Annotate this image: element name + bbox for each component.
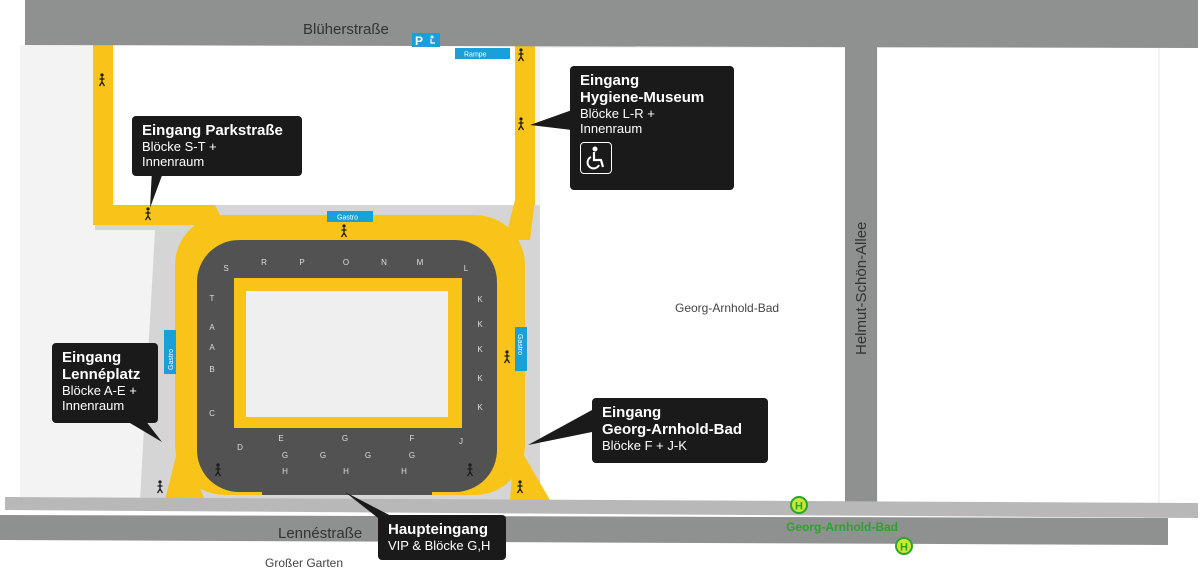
walking-person-icon (156, 480, 164, 494)
callout-eingang-georg-arnhold-bad: Eingang Georg-Arnhold-Bad Blöcke F + J-K (592, 398, 768, 463)
block-label: R (261, 258, 267, 267)
main-stand-extension (262, 448, 432, 495)
walking-person-icon (466, 463, 474, 477)
street-label-lennestrasse: Lennéstraße (278, 525, 362, 542)
walking-person-icon (516, 480, 524, 494)
block-label: G (365, 451, 371, 460)
block-label: M (417, 258, 424, 267)
callout-line: Blöcke S-T + (142, 139, 217, 154)
callout-title: Eingang (602, 404, 662, 421)
block-label: K (477, 345, 483, 354)
block-label: H (401, 467, 407, 476)
callout-line: Blöcke A-E + (62, 383, 137, 398)
callout-pointer-georg (528, 410, 592, 445)
callout-line: Innenraum (62, 398, 125, 413)
block-label: F (410, 434, 415, 443)
callout-title: Georg-Arnhold-Bad (602, 421, 742, 438)
block-label: B (209, 365, 214, 374)
callout-pointer-hygiene (530, 110, 572, 130)
callout-title: Eingang (580, 72, 640, 89)
sidewalk-lenne (5, 497, 1198, 518)
bus-stop-icon: H (790, 496, 808, 514)
block-label: H (343, 467, 349, 476)
gastro-tag-top-text: Gastro (337, 215, 358, 222)
bus-stop-label: Georg-Arnhold-Bad (786, 520, 898, 534)
street-label-blueherstrasse: Blüherstraße (303, 21, 389, 38)
block-label: A (209, 323, 215, 332)
parking-icon: P (412, 33, 440, 48)
block-label: K (477, 320, 483, 329)
walking-person-icon (517, 117, 525, 131)
block-label: J (459, 437, 463, 446)
walking-person-icon (144, 207, 152, 221)
gastro-tag-top: Gastro (327, 211, 373, 222)
callout-eingang-hygiene-museum: Eingang Hygiene-Museum Blöcke L-R + Inne… (570, 66, 734, 190)
road-lennestrasse (0, 515, 1168, 545)
area-label-georg-arnhold-bad: Georg-Arnhold-Bad (675, 301, 779, 315)
block-label: K (477, 374, 483, 383)
callout-pointer-parkstrasse (150, 170, 164, 208)
callout-title: Eingang (62, 349, 122, 366)
street-label-helmut-schoen-allee: Helmut-Schön-Allee (853, 222, 870, 355)
callout-pointer-haupt (345, 492, 395, 518)
road-blueherstrasse (25, 0, 1198, 48)
bus-stop-symbol: H (795, 501, 803, 513)
bus-stop-symbol: H (900, 542, 908, 554)
block-label: E (278, 434, 283, 443)
block-label: L (464, 264, 469, 273)
callout-eingang-lenneplatz: Eingang Lennéplatz Blöcke A-E + Innenrau… (52, 343, 158, 423)
gastro-tag-left: Gastro (164, 330, 176, 374)
road-helmut-schoen-allee (845, 45, 877, 505)
block-label: O (343, 258, 349, 267)
pitch (246, 291, 448, 417)
block-label: H (282, 467, 288, 476)
wheelchair-icon (580, 142, 612, 174)
callout-pointer-lenneplatz (125, 420, 162, 442)
block-label: G (282, 451, 288, 460)
block-label: P (299, 258, 304, 267)
callout-title: Eingang Parkstraße (142, 122, 283, 139)
area-label-grosser-garten: Großer Garten (265, 556, 343, 570)
block-label: K (477, 295, 483, 304)
block-label: A (209, 343, 215, 352)
block-label: G (342, 434, 348, 443)
walking-person-icon (98, 73, 106, 87)
block-label: S (223, 264, 228, 273)
walking-person-icon (214, 463, 222, 477)
callout-line: Blöcke F + J-K (602, 438, 687, 453)
block-label: N (381, 258, 387, 267)
gastro-tag-right: Gastro (515, 327, 527, 371)
gastro-tag-right-text: Gastro (516, 334, 523, 355)
callout-line: Innenraum (580, 121, 643, 136)
walking-person-icon (503, 350, 511, 364)
callout-line: Blöcke L-R + (580, 106, 655, 121)
bus-stop-icon: H (895, 537, 913, 555)
walking-person-icon (517, 48, 525, 62)
callout-eingang-parkstrasse: Eingang Parkstraße Blöcke S-T + Innenrau… (132, 116, 302, 176)
block-label: D (237, 443, 243, 452)
block-label: K (477, 403, 483, 412)
rampe-tag: Rampe (455, 48, 510, 59)
callout-line: Innenraum (142, 154, 205, 169)
callout-title: Haupteingang (388, 521, 488, 538)
far-east-plaza (878, 48, 1158, 503)
gastro-tag-left-text: Gastro (168, 349, 175, 370)
callout-haupteingang: Haupteingang VIP & Blöcke G,H (378, 515, 506, 560)
callout-line: VIP & Blöcke G,H (388, 538, 491, 553)
walking-person-icons (98, 48, 525, 494)
block-label: T (210, 294, 215, 303)
callout-title: Lennéplatz (62, 366, 141, 383)
callout-title: Hygiene-Museum (580, 89, 705, 106)
block-label: G (409, 451, 415, 460)
block-label: G (320, 451, 326, 460)
block-label: C (209, 409, 215, 418)
walking-person-icon (340, 224, 348, 238)
rampe-tag-text: Rampe (464, 52, 487, 59)
parking-letter: P (415, 34, 423, 48)
